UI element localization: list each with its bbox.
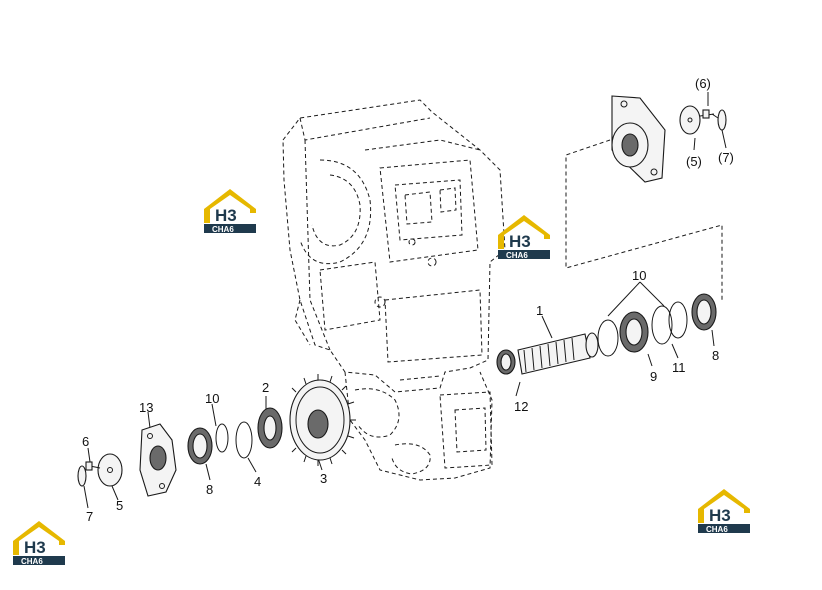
bolt-6-lower bbox=[85, 461, 101, 471]
output-flange bbox=[611, 95, 666, 183]
svg-text:H3: H3 bbox=[24, 538, 46, 557]
callout-6-upper: (6) bbox=[695, 76, 711, 91]
callout-3: 3 bbox=[320, 471, 327, 486]
snap-ring-4 bbox=[235, 421, 253, 459]
bolt-6-upper bbox=[699, 109, 715, 119]
callout-11: 11 bbox=[672, 360, 686, 375]
callout-5-lower: 5 bbox=[116, 498, 123, 513]
svg-text:CHA6: CHA6 bbox=[212, 225, 234, 234]
watermark-logo: H3 CHA6 bbox=[698, 489, 750, 534]
callout-8-right: 8 bbox=[712, 348, 719, 363]
transmission-housing bbox=[282, 99, 506, 481]
washer-5-lower bbox=[97, 453, 123, 487]
callout-12: 12 bbox=[514, 399, 528, 414]
callout-9: 9 bbox=[650, 369, 657, 384]
svg-text:CHA6: CHA6 bbox=[21, 557, 43, 566]
callout-8-left: 8 bbox=[206, 482, 213, 497]
snap-ring-10-right-b bbox=[668, 301, 688, 339]
seal-8-left bbox=[187, 427, 213, 465]
callout-6-lower: 6 bbox=[82, 434, 89, 449]
bearing-2 bbox=[257, 407, 283, 449]
callout-2: 2 bbox=[262, 380, 269, 395]
lock-plate-7-lower bbox=[77, 465, 87, 487]
snap-ring-10-left bbox=[215, 423, 229, 453]
lock-plate-7-upper bbox=[717, 109, 727, 131]
watermark-logo: H3 CHA6 bbox=[13, 521, 65, 566]
seal-8-right bbox=[691, 293, 717, 331]
svg-text:H3: H3 bbox=[215, 206, 237, 225]
washer-5-upper bbox=[679, 105, 701, 135]
cover-13 bbox=[139, 423, 177, 497]
watermark-logo: H3 CHA6 bbox=[498, 215, 550, 260]
snap-ring-11 bbox=[651, 305, 673, 345]
callout-10-left: 10 bbox=[205, 391, 219, 406]
callout-13: 13 bbox=[139, 400, 153, 415]
gear-3 bbox=[289, 374, 356, 466]
svg-text:H3: H3 bbox=[709, 506, 731, 525]
bearing-9 bbox=[619, 311, 649, 353]
callout-1: 1 bbox=[536, 303, 543, 318]
shaft-1 bbox=[517, 332, 599, 375]
callout-10-right: 10 bbox=[632, 268, 646, 283]
callout-labels: (6) (5) (7) 10 1 8 9 11 12 2 10 13 6 3 4… bbox=[82, 76, 734, 524]
callout-5-upper: (5) bbox=[686, 154, 702, 169]
svg-text:CHA6: CHA6 bbox=[706, 525, 728, 534]
callout-4: 4 bbox=[254, 474, 261, 489]
watermark-logo: H3 CHA6 bbox=[204, 189, 256, 234]
callout-7-lower: 7 bbox=[86, 509, 93, 524]
snap-ring-10-right-a bbox=[597, 319, 619, 357]
svg-text:CHA6: CHA6 bbox=[506, 251, 528, 260]
svg-text:H3: H3 bbox=[509, 232, 531, 251]
seal-12 bbox=[496, 349, 516, 375]
callout-7-upper: (7) bbox=[718, 150, 734, 165]
